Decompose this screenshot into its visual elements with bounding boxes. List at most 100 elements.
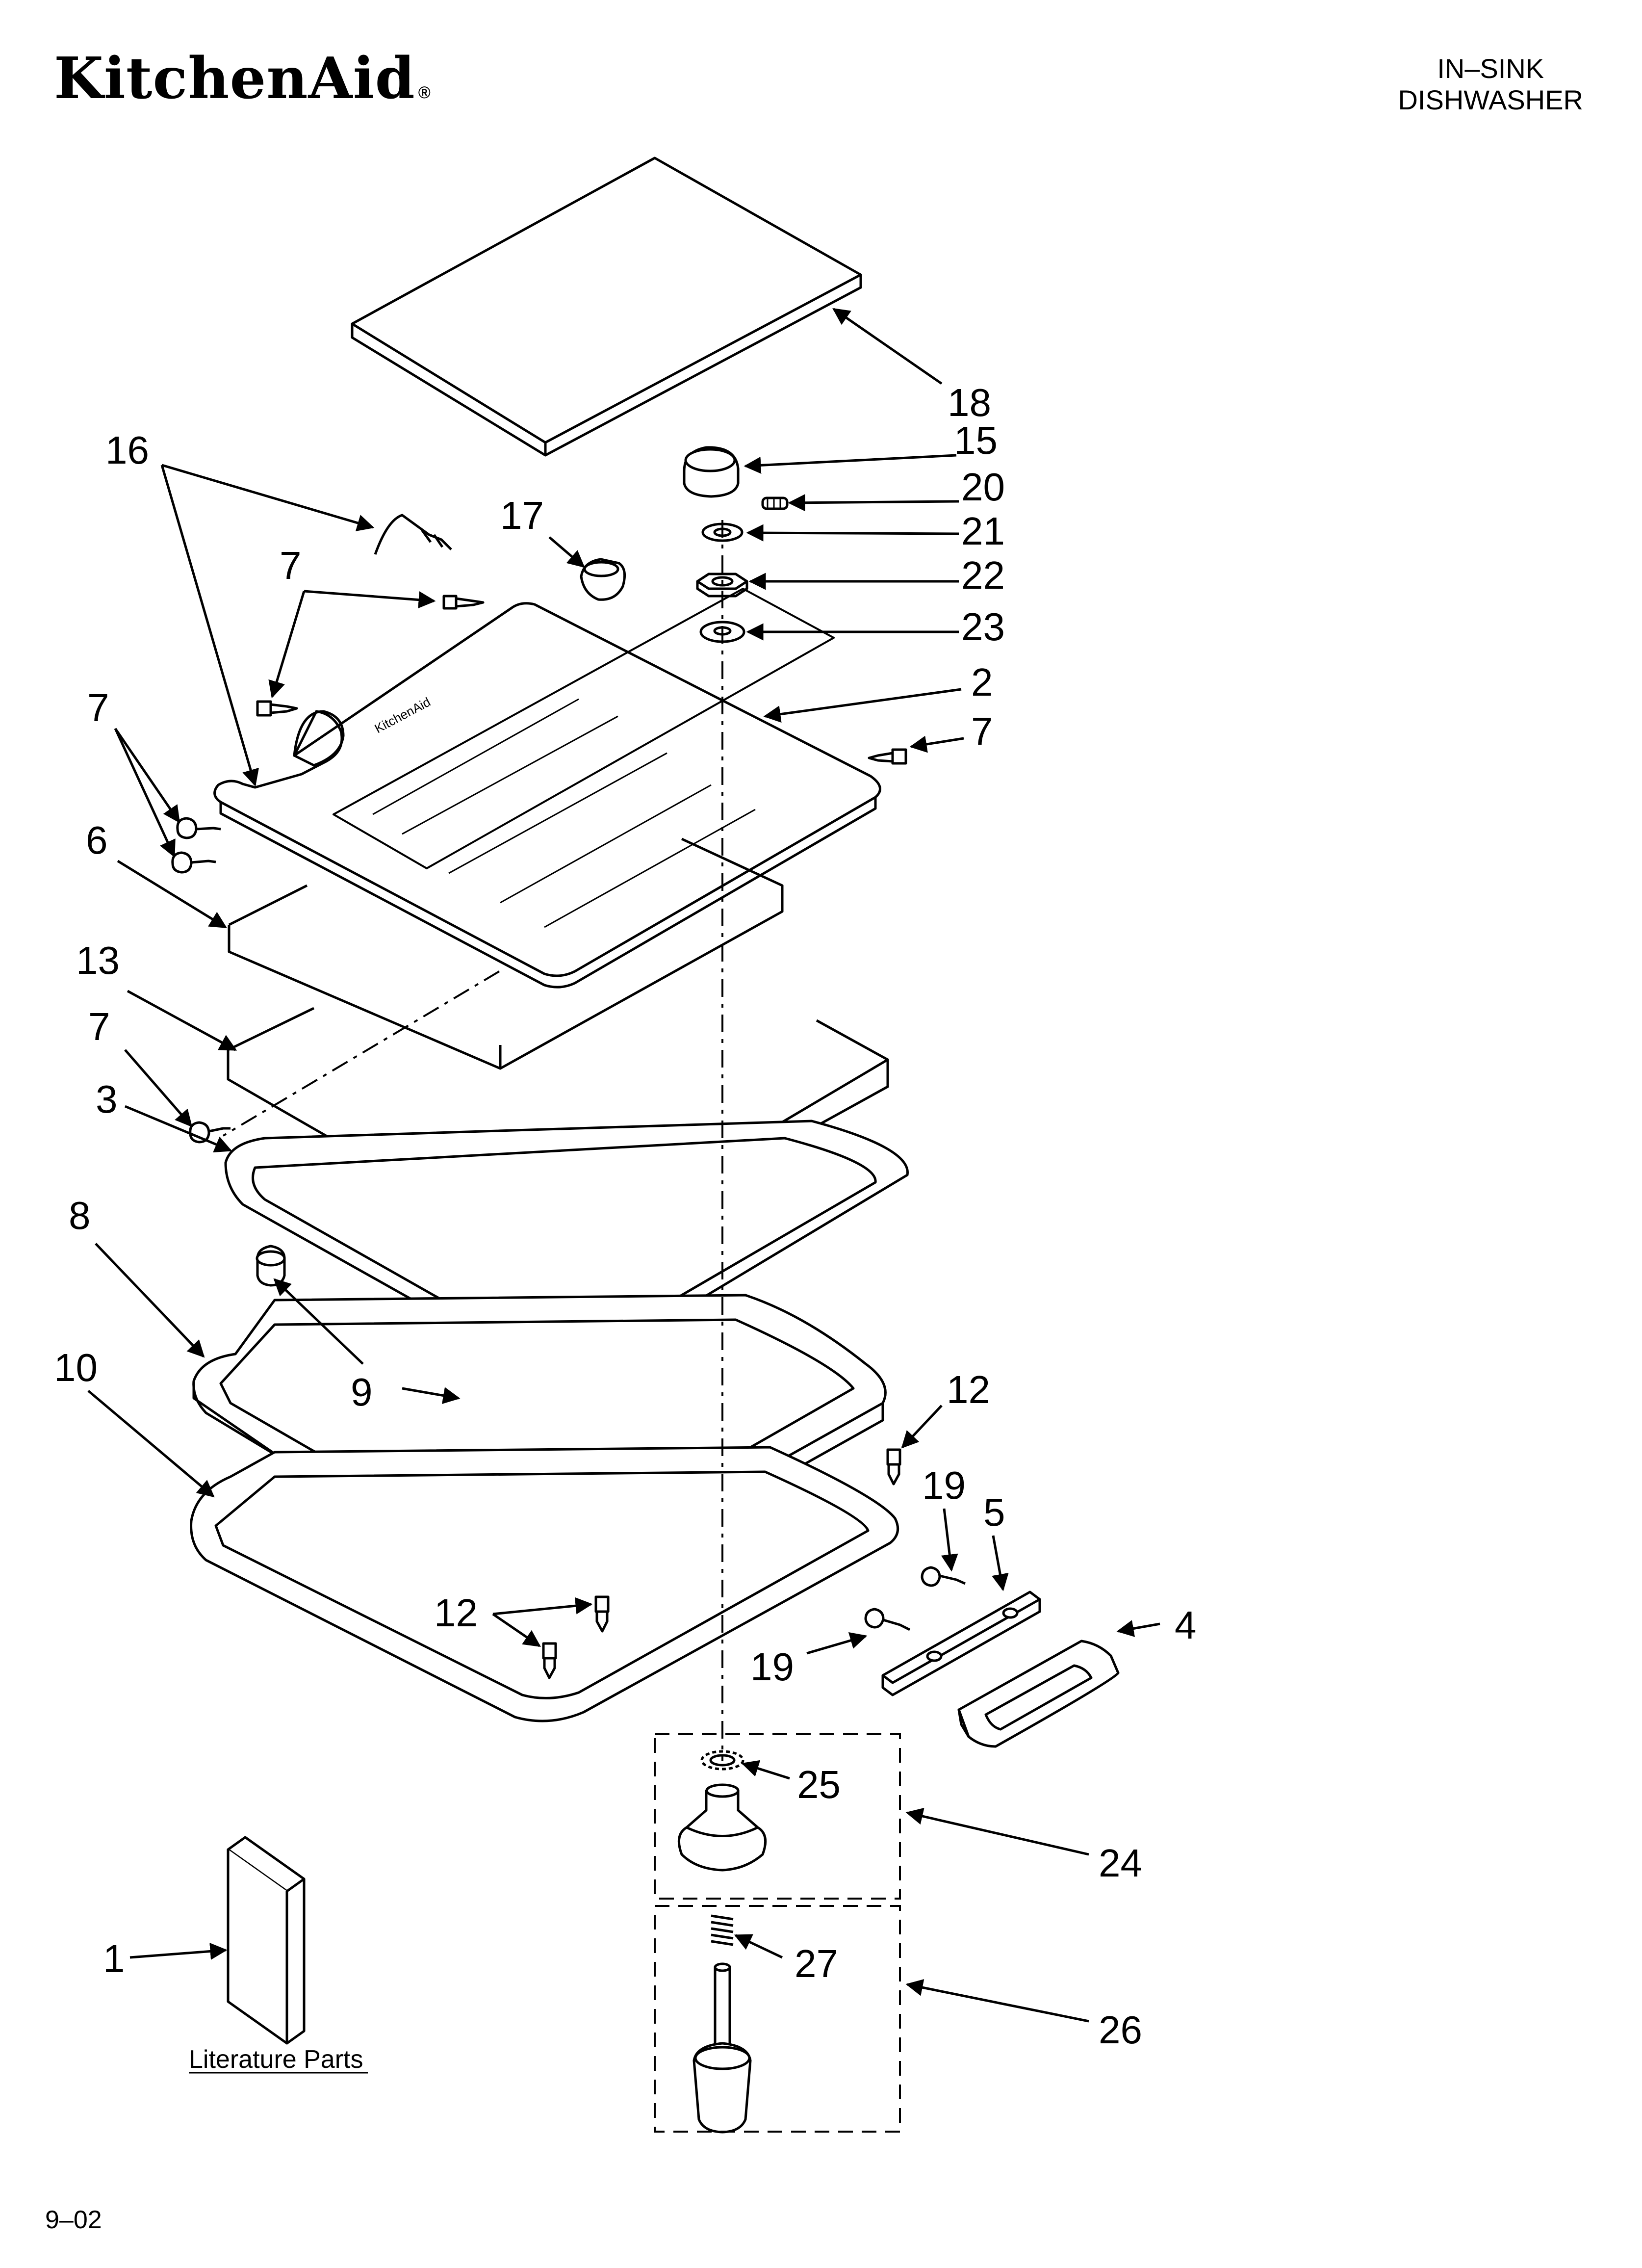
nut-part-9-upper bbox=[256, 1245, 286, 1287]
product-title-line1: IN–SINK bbox=[1437, 53, 1544, 84]
callout-18: 18 bbox=[948, 381, 991, 424]
leader-21 bbox=[746, 524, 959, 542]
screw-part-19-bottom bbox=[864, 1608, 911, 1631]
leader-20 bbox=[788, 494, 959, 512]
leader-9-a bbox=[273, 1278, 364, 1365]
leader-4 bbox=[1116, 1620, 1160, 1637]
callout-12-right: 12 bbox=[947, 1368, 990, 1411]
callout-16: 16 bbox=[105, 428, 149, 472]
literature-book-part-1 bbox=[227, 1836, 306, 2045]
callout-3: 3 bbox=[96, 1077, 118, 1121]
leader-7-left-b bbox=[114, 728, 176, 858]
literature-parts-label: Literature Parts bbox=[189, 2045, 363, 2074]
leader-26 bbox=[905, 1979, 1089, 2023]
screw-part-7-upper-left bbox=[256, 700, 298, 717]
callout-6: 6 bbox=[86, 818, 108, 862]
callout-15: 15 bbox=[954, 418, 998, 462]
leader-6 bbox=[117, 860, 227, 929]
callout-4: 4 bbox=[1175, 1603, 1197, 1647]
top-panel-part-2: KitchenAid bbox=[213, 588, 881, 989]
leader-7-mid bbox=[124, 1049, 193, 1127]
callout-21: 21 bbox=[961, 509, 1005, 553]
screw-part-7-left-a bbox=[176, 817, 221, 839]
callout-19-top: 19 bbox=[922, 1463, 966, 1507]
leader-2 bbox=[763, 688, 962, 723]
leader-18 bbox=[832, 308, 943, 385]
leader-16-b bbox=[160, 465, 259, 787]
leader-12-b bbox=[492, 1613, 541, 1647]
assembly-box-26 bbox=[654, 1905, 901, 2133]
knob-part-15 bbox=[683, 446, 740, 498]
leader-8 bbox=[95, 1243, 205, 1358]
leader-5 bbox=[992, 1535, 1009, 1591]
callout-9: 9 bbox=[351, 1370, 373, 1414]
leader-10 bbox=[87, 1390, 215, 1498]
callout-17: 17 bbox=[500, 494, 544, 537]
screw-part-12-lower bbox=[542, 1642, 557, 1679]
product-title-line2: DISHWASHER bbox=[1398, 84, 1583, 115]
screw-part-12-right bbox=[886, 1448, 901, 1486]
leader-9-b bbox=[402, 1387, 461, 1404]
callout-20: 20 bbox=[961, 465, 1005, 509]
screw-part-7-mid bbox=[189, 1121, 231, 1144]
leader-25 bbox=[741, 1760, 790, 1780]
screw-part-7-right bbox=[868, 748, 907, 765]
screw-part-7-top bbox=[442, 595, 485, 610]
screw-part-12-upper bbox=[594, 1595, 610, 1633]
screw-part-7-left-b bbox=[171, 851, 216, 874]
callout-13: 13 bbox=[76, 938, 120, 982]
callout-7-mid: 7 bbox=[88, 1005, 110, 1048]
base-assembly-part-24 bbox=[677, 1783, 767, 1872]
leader-17 bbox=[548, 536, 585, 568]
callout-10: 10 bbox=[54, 1346, 98, 1389]
leader-7-left-a bbox=[114, 728, 180, 823]
screw-part-19-top bbox=[921, 1566, 966, 1587]
leader-13 bbox=[127, 990, 237, 1051]
leader-3 bbox=[125, 1105, 232, 1152]
callout-22: 22 bbox=[961, 553, 1005, 597]
brand-name: KitchenAid bbox=[54, 45, 415, 112]
registered-mark: ® bbox=[418, 83, 431, 102]
leader-19-top bbox=[941, 1508, 958, 1572]
leader-15 bbox=[744, 454, 957, 474]
callout-26: 26 bbox=[1099, 2008, 1142, 2052]
leader-12-a bbox=[492, 1597, 593, 1616]
callout-27: 27 bbox=[795, 1942, 838, 1985]
leader-12-right bbox=[901, 1405, 943, 1449]
callout-12-bottom: 12 bbox=[434, 1591, 478, 1635]
leader-7-right bbox=[909, 735, 964, 753]
kitchenaid-logo: KitchenAid® bbox=[54, 45, 431, 112]
callout-23: 23 bbox=[961, 605, 1005, 649]
leader-16-a bbox=[161, 464, 375, 531]
wire-harness-part-16 bbox=[374, 514, 452, 555]
assembly-box-24 bbox=[654, 1733, 901, 1900]
callout-7-right: 7 bbox=[971, 709, 993, 753]
grommet-part-17 bbox=[580, 558, 626, 601]
callout-1: 1 bbox=[103, 1937, 125, 1981]
callout-19-bottom: 19 bbox=[750, 1645, 794, 1689]
trim-frame-part-10 bbox=[190, 1446, 899, 1722]
callout-25: 25 bbox=[797, 1763, 841, 1806]
cover-board-part-18 bbox=[351, 156, 862, 457]
axis-connector-13 bbox=[222, 970, 500, 1137]
leader-27 bbox=[734, 1934, 783, 1959]
callout-2: 2 bbox=[971, 660, 993, 704]
bracket-part-5 bbox=[881, 1590, 1041, 1696]
callout-7-left: 7 bbox=[87, 686, 109, 730]
product-title: IN–SINK DISHWASHER bbox=[1398, 53, 1583, 116]
set-screw-part-20 bbox=[761, 496, 789, 510]
leader-19-bottom bbox=[806, 1632, 868, 1655]
spring-part-27 bbox=[711, 1914, 734, 1946]
callout-5: 5 bbox=[983, 1490, 1005, 1534]
plunger-part-26 bbox=[693, 1962, 752, 2134]
revision-date: 9–02 bbox=[45, 2206, 102, 2234]
insulation-part-6 bbox=[228, 837, 784, 1070]
leader-7-top-b bbox=[268, 591, 306, 699]
latch-part-4 bbox=[957, 1640, 1120, 1748]
callout-24: 24 bbox=[1099, 1841, 1142, 1885]
leader-1 bbox=[129, 1942, 228, 1960]
callout-7-top: 7 bbox=[280, 544, 302, 587]
leader-24 bbox=[905, 1807, 1089, 1856]
leader-7-top-a bbox=[304, 590, 436, 609]
